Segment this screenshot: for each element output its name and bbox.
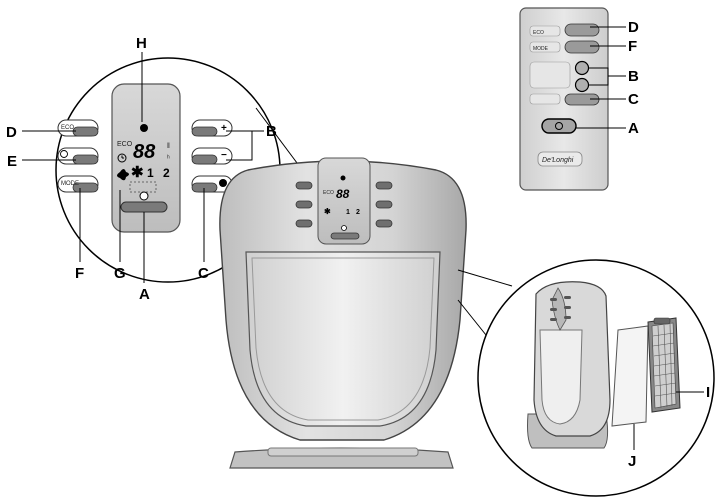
callout-H: H <box>136 35 147 52</box>
remote-brand-badge <box>537 151 583 167</box>
svg-text:ǁ: ǁ <box>167 143 170 150</box>
unit-base-top <box>267 447 419 457</box>
zoom-minus-label: − <box>221 150 227 161</box>
remote-minus-button[interactable] <box>574 77 590 93</box>
zoom-eco-label: ECO <box>61 125 74 131</box>
zoom-turbo-icon: ✱ <box>131 164 144 181</box>
svg-text:ʰ: ʰ <box>167 155 170 162</box>
remote-power-icon <box>555 122 563 130</box>
unit-indicator-light <box>340 175 346 181</box>
zoom-timer-button-icon <box>60 150 68 158</box>
filter-connector-bottom <box>457 299 491 341</box>
zoom-control-panel <box>111 83 181 233</box>
filter-connector-top <box>457 269 513 287</box>
zoom-mode-label: MODE <box>61 181 79 187</box>
zoom-eco-button[interactable]: ECO <box>57 119 99 137</box>
unit-front-grille <box>245 251 441 427</box>
unit-plus-button[interactable] <box>375 181 393 190</box>
remote-callout-A: A <box>628 120 639 137</box>
zoom-circle: ECO 88 ǁ ʰ ✱ 1 2 ECO <box>22 52 307 283</box>
unit-fan-mode-button[interactable] <box>375 219 393 228</box>
filter-unit-front <box>539 329 583 425</box>
unit-turbo-icon: ✱ <box>324 207 331 216</box>
callout-F: F <box>75 265 84 282</box>
unit-timer-button[interactable] <box>295 200 313 209</box>
filter-unit-btn-6 <box>564 316 571 319</box>
remote-mode-badge <box>529 41 561 53</box>
unit-lcd-eco: ECO <box>323 190 334 196</box>
remote-eco-label: ECO <box>533 30 544 36</box>
remote-control: ECO MODE De'Longhi <box>519 7 626 191</box>
remote-eco-badge <box>529 25 561 37</box>
unit-mode-button[interactable] <box>295 219 313 228</box>
hepa-filter <box>647 317 681 413</box>
callout-A: A <box>139 286 150 303</box>
zoom-plus-label: + <box>221 123 227 134</box>
remote-brand-logo: De'Longhi <box>542 157 574 164</box>
zoom-minus-button[interactable]: − <box>191 147 233 165</box>
zoom-humidity-icon: ǁ ʰ <box>167 143 170 162</box>
zoom-timer-icon <box>117 153 127 163</box>
zoom-lcd-eco: ECO <box>117 141 133 148</box>
remote-eco-button[interactable] <box>564 23 600 37</box>
zoom-mode-button[interactable]: MODE <box>57 175 99 193</box>
filter-unit-btn-4 <box>564 296 571 299</box>
remote-plus-button[interactable] <box>574 60 590 76</box>
filter-unit-btn-1 <box>550 298 557 301</box>
zoom-lcd-speed-1: 1 <box>147 166 154 180</box>
remote-callout-F: F <box>628 38 637 55</box>
unit-minus-button[interactable] <box>375 200 393 209</box>
unit-power-icon <box>341 225 347 231</box>
unit-eco-button[interactable] <box>295 181 313 190</box>
unit-lcd-digits: 88 <box>336 187 350 201</box>
remote-mode-label: MODE <box>533 46 549 52</box>
zoom-fan-icon <box>117 169 129 181</box>
unit-control-panel <box>317 157 371 245</box>
zoom-lcd-speed-2: 2 <box>163 166 170 180</box>
remote-mode-button[interactable] <box>564 40 600 54</box>
zoom-power-icon <box>139 191 149 201</box>
remote-fan-speed-area <box>529 61 571 89</box>
callout-D: D <box>6 124 17 141</box>
callout-J: J <box>628 453 636 470</box>
callout-B: B <box>266 123 277 140</box>
zoom-fan-mode-icon <box>219 179 227 187</box>
remote-fan-mode-badge <box>529 93 561 105</box>
zoom-power-button[interactable] <box>120 201 168 213</box>
air-purifier-unit: ECO 88 ✱ 1 2 <box>219 157 467 469</box>
filter-zoom-circle <box>457 259 715 497</box>
remote-power-button[interactable] <box>541 118 577 134</box>
unit-grille-inner <box>251 257 435 421</box>
remote-callout-D: D <box>628 19 639 36</box>
unit-lcd-speed-2: 2 <box>356 209 360 216</box>
zoom-indicator-light <box>140 124 148 132</box>
filter-unit-btn-3 <box>550 318 557 321</box>
remote-callout-C: C <box>628 91 639 108</box>
unit-lcd-speed-1: 1 <box>346 209 350 216</box>
callout-C: C <box>198 265 209 282</box>
filter-unit-btn-5 <box>564 306 571 309</box>
unit-power-button[interactable] <box>330 232 360 240</box>
leader-B-bracket <box>226 130 253 161</box>
zoom-timer-button[interactable] <box>57 147 99 165</box>
callout-G: G <box>114 265 126 282</box>
zoom-plus-button[interactable]: + <box>191 119 233 137</box>
pre-filter <box>611 325 649 427</box>
callout-E: E <box>7 153 17 170</box>
callout-I: I <box>706 384 710 401</box>
remote-callout-B: B <box>628 68 639 85</box>
filter-unit-btn-2 <box>550 308 557 311</box>
zoom-lcd-digits: 88 <box>133 141 156 163</box>
